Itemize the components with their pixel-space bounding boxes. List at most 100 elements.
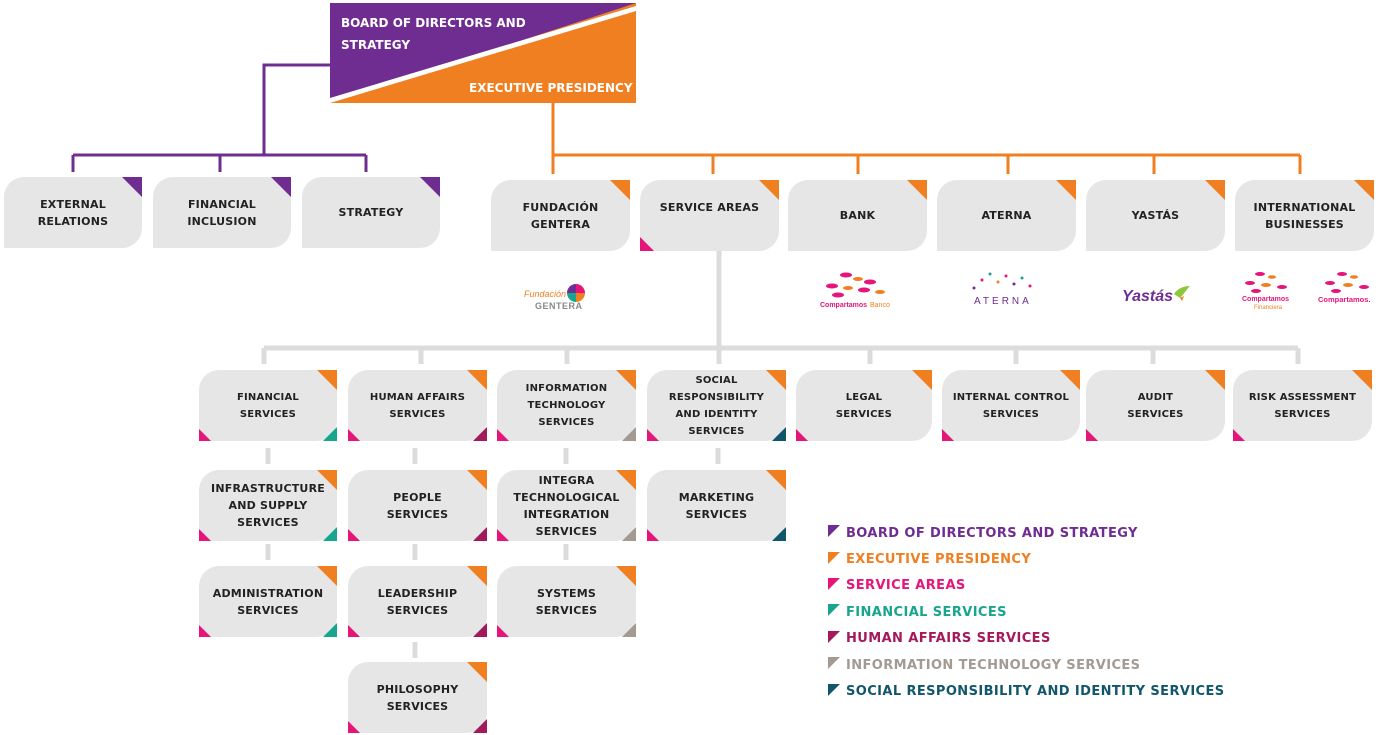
- gentera-mark-icon: [567, 284, 585, 302]
- exec-unit-bank: BANK: [788, 180, 927, 251]
- legend-label: BOARD OF DIRECTORS AND STRATEGY: [846, 525, 1138, 541]
- legend-triangle-icon: [828, 604, 840, 617]
- sub-infrastructure-supply: INFRASTRUCTURE AND SUPPLY SERVICES: [199, 470, 337, 541]
- logo-financiera-text: Financiera: [1254, 305, 1283, 311]
- legend-label: INFORMATION TECHNOLOGY SERVICES: [846, 657, 1141, 673]
- service-legal: LEGAL SERVICES: [796, 370, 932, 441]
- sub-people: PEOPLE SERVICES: [348, 470, 487, 541]
- legend-item-human-affairs: HUMAN AFFAIRS SERVICES: [828, 626, 1225, 652]
- service-label: LEGAL SERVICES: [835, 391, 893, 420]
- service-risk-assessment: RISK ASSESSMENT SERVICES: [1233, 370, 1372, 441]
- legend-item-financial: FINANCIAL SERVICES: [828, 599, 1225, 625]
- board-unit-label: EXTERNAL RELATIONS: [37, 197, 109, 228]
- bird-icon: [1174, 286, 1190, 301]
- legend-triangle-icon: [828, 683, 840, 696]
- logo-yastas-text: Yastás: [1122, 288, 1173, 305]
- legend-triangle-icon: [828, 551, 840, 564]
- sub-connectors: [265, 448, 721, 658]
- yastas-logo: Yastás: [1122, 284, 1202, 314]
- service-label: FINANCIAL SERVICES: [236, 391, 299, 420]
- board-connectors: [71, 63, 368, 172]
- exec-unit-label: INTERNATIONAL BUSINESSES: [1253, 200, 1356, 231]
- logo-banco-text: Banco: [870, 302, 890, 309]
- aterna-logo: ATERNA: [970, 270, 1042, 310]
- exec-unit-international-businesses: INTERNATIONAL BUSINESSES: [1235, 180, 1374, 251]
- logo-compartamos-text: Compartamos: [1242, 296, 1290, 303]
- legend-triangle-icon: [828, 525, 840, 538]
- exec-unit-fundacion-gentera: FUNDACIÓN GENTERA: [491, 180, 630, 251]
- legend-item-board: BOARD OF DIRECTORS AND STRATEGY: [828, 520, 1225, 546]
- sub-unit-label: INFRASTRUCTURE AND SUPPLY SERVICES: [211, 482, 325, 529]
- sub-integra: INTEGRA TECHNOLOGICAL INTEGRATION SERVIC…: [497, 470, 636, 541]
- executive-connectors: [551, 103, 1302, 174]
- legend-item-executive: EXECUTIVE PRESIDENCY: [828, 546, 1225, 572]
- fish-school-icon: [826, 272, 885, 298]
- sub-unit-label: LEADERSHIP SERVICES: [377, 586, 458, 617]
- exec-unit-service-areas: SERVICE AREAS: [640, 180, 779, 251]
- legend-item-service-areas: SERVICE AREAS: [828, 573, 1225, 599]
- legend-label: SERVICE AREAS: [846, 578, 966, 594]
- sub-marketing: MARKETING SERVICES: [647, 470, 786, 541]
- legend-triangle-icon: [828, 630, 840, 643]
- service-label: RISK ASSESSMENT SERVICES: [1248, 391, 1357, 420]
- compartamos-logo: Compartamos.: [1314, 270, 1376, 310]
- service-label: HUMAN AFFAIRS SERVICES: [369, 391, 466, 420]
- sub-unit-label: SYSTEMS SERVICES: [535, 586, 598, 617]
- legend-triangle-icon: [828, 577, 840, 590]
- executive-label: EXECUTIVE PRESIDENCY: [469, 81, 633, 95]
- legend-label: FINANCIAL SERVICES: [846, 604, 1007, 620]
- board-unit-financial-inclusion: FINANCIAL INCLUSION: [153, 177, 291, 248]
- sub-administration: ADMINISTRATION SERVICES: [199, 566, 337, 637]
- board-unit-label: FINANCIAL INCLUSION: [187, 197, 257, 228]
- exec-unit-aterna: ATERNA: [937, 180, 1076, 251]
- logo-compartamos-text: Compartamos.: [1318, 295, 1371, 304]
- sub-philosophy: PHILOSOPHY SERVICES: [348, 662, 487, 733]
- service-information-technology: INFORMATION TECHNOLOGY SERVICES: [497, 370, 636, 441]
- legend-triangle-icon: [828, 657, 840, 670]
- legend: BOARD OF DIRECTORS AND STRATEGY EXECUTIV…: [828, 520, 1225, 705]
- exec-unit-label: ATERNA: [981, 209, 1032, 222]
- fundacion-gentera-logo: Fundación GENTERA: [524, 283, 594, 313]
- sub-unit-label: ADMINISTRATION SERVICES: [212, 586, 324, 617]
- legend-label: HUMAN AFFAIRS SERVICES: [846, 631, 1051, 647]
- legend-label: EXECUTIVE PRESIDENCY: [846, 552, 1032, 568]
- service-label: SOCIAL RESPONSIBILITY AND IDENTITY SERVI…: [668, 374, 765, 437]
- exec-unit-label: FUNDACIÓN GENTERA: [522, 200, 599, 231]
- board-unit-external-relations: EXTERNAL RELATIONS: [4, 177, 142, 248]
- logo-aterna-text: ATERNA: [974, 296, 1032, 307]
- service-internal-control: INTERNAL CONTROL SERVICES: [942, 370, 1080, 441]
- exec-unit-label: YASTÁS: [1131, 209, 1180, 222]
- legend-label: SOCIAL RESPONSIBILITY AND IDENTITY SERVI…: [846, 684, 1225, 700]
- logo-gentera-text: GENTERA: [535, 301, 583, 311]
- logo-fundacion-text: Fundación: [524, 289, 567, 299]
- service-connectors: [261, 250, 1301, 364]
- sub-unit-label: PHILOSOPHY SERVICES: [376, 682, 459, 713]
- logo-compartamos-text: Compartamos: [820, 302, 868, 309]
- board-unit-label: STRATEGY: [338, 206, 404, 219]
- service-label: INTERNAL CONTROL SERVICES: [952, 391, 1070, 420]
- service-human-affairs: HUMAN AFFAIRS SERVICES: [348, 370, 487, 441]
- fish-school-icon: [1325, 272, 1369, 293]
- sub-systems: SYSTEMS SERVICES: [497, 566, 636, 637]
- board-unit-strategy: STRATEGY: [302, 177, 440, 248]
- board-label: BOARD OF DIRECTORS AND STRATEGY: [341, 16, 526, 52]
- top-leadership-box: BOARD OF DIRECTORS AND STRATEGY EXECUTIV…: [330, 3, 636, 103]
- sub-unit-label: INTEGRA TECHNOLOGICAL INTEGRATION SERVIC…: [513, 473, 620, 538]
- sub-leadership: LEADERSHIP SERVICES: [348, 566, 487, 637]
- service-label: INFORMATION TECHNOLOGY SERVICES: [525, 383, 608, 428]
- top-box-shape: [330, 3, 636, 103]
- service-financial: FINANCIAL SERVICES: [199, 370, 337, 441]
- fish-school-icon: [1245, 272, 1287, 293]
- compartamos-banco-logo: Compartamos Banco: [814, 270, 894, 314]
- compartamos-financiera-logo: Compartamos Financiera: [1238, 270, 1302, 314]
- legend-item-it: INFORMATION TECHNOLOGY SERVICES: [828, 652, 1225, 678]
- aterna-dots-icon: [972, 272, 1032, 290]
- exec-unit-label: SERVICE AREAS: [659, 201, 760, 214]
- service-audit: AUDIT SERVICES: [1086, 370, 1225, 441]
- service-social-responsibility: SOCIAL RESPONSIBILITY AND IDENTITY SERVI…: [647, 370, 786, 441]
- service-label: AUDIT SERVICES: [1127, 391, 1184, 420]
- sub-unit-label: PEOPLE SERVICES: [386, 490, 449, 521]
- sub-unit-label: MARKETING SERVICES: [678, 490, 755, 521]
- legend-item-social: SOCIAL RESPONSIBILITY AND IDENTITY SERVI…: [828, 678, 1225, 704]
